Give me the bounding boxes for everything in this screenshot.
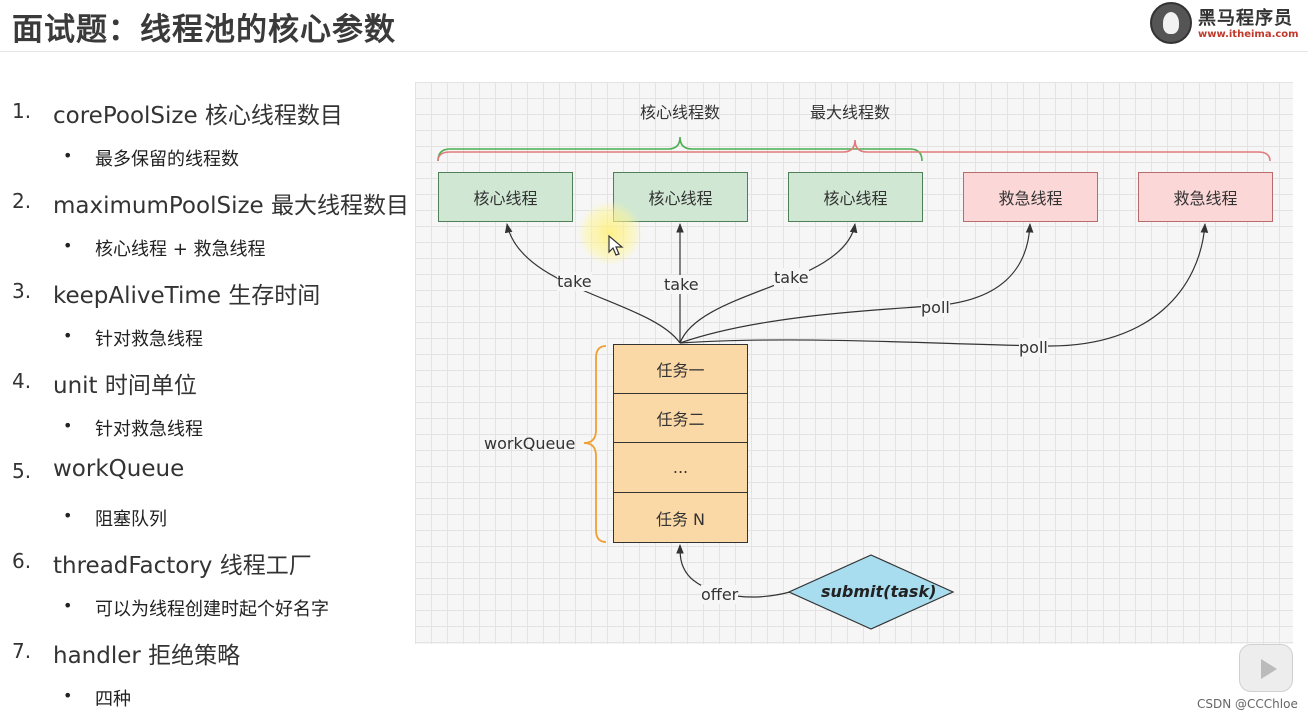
poll-arrow [679, 223, 1209, 347]
queue-task-box: 任务一 [613, 344, 748, 394]
param-number: 5. [12, 459, 32, 483]
param-maximum-pool-size: maximumPoolSize 最大线程数目 [53, 193, 409, 219]
offer-label: offer [701, 585, 739, 604]
param-thread-factory: threadFactory 线程工厂 [53, 553, 312, 579]
queue-task-box: 任务二 [613, 394, 748, 443]
param-description: 最多保留的线程数 [95, 149, 239, 170]
param-description: 阻塞队列 [95, 509, 167, 530]
bullet-icon: • [63, 326, 73, 345]
bullet-icon: • [63, 416, 73, 435]
submit-task-label: submit(task) [821, 582, 937, 601]
mouse-pointer-icon [608, 234, 624, 256]
emergency-thread-box: 救急线程 [1138, 172, 1273, 222]
queue-task-box: 任务 N [613, 493, 748, 543]
work-queue-label: workQueue [484, 434, 576, 453]
submit-diamond [787, 554, 955, 630]
play-icon[interactable] [1239, 644, 1293, 692]
param-number: 6. [12, 549, 32, 573]
take-label: take [557, 272, 592, 291]
param-number: 4. [12, 369, 32, 393]
param-number: 2. [12, 189, 32, 213]
bullet-icon: • [63, 596, 73, 615]
bullet-icon: • [63, 236, 73, 255]
bullet-icon: • [63, 686, 73, 705]
param-keep-alive-time: keepAliveTime 生存时间 [53, 283, 321, 309]
param-handler: handler 拒绝策略 [53, 643, 241, 669]
queue-task-box: ... [613, 443, 748, 493]
take-arrow [504, 223, 681, 344]
param-work-queue: workQueue [53, 456, 185, 482]
param-unit: unit 时间单位 [53, 373, 197, 399]
param-description: 四种 [95, 689, 131, 710]
bullet-icon: • [63, 506, 73, 525]
logo-emblem-icon [1150, 2, 1192, 44]
max-threads-brace [437, 139, 1271, 162]
poll-arrow [679, 223, 1034, 344]
param-description: 可以为线程创建时起个好名字 [95, 599, 329, 620]
slide-header: 面试题：线程池的核心参数 黑马程序员 www.itheima.com [0, 0, 1308, 52]
core-threads-brace [437, 136, 923, 162]
cursor-highlight [578, 201, 642, 265]
param-description: 针对救急线程 [95, 329, 203, 350]
emergency-thread-box: 救急线程 [963, 172, 1098, 222]
logo-name: 黑马程序员 [1198, 8, 1293, 29]
param-description: 核心线程 + 救急线程 [95, 239, 266, 260]
work-queue-brace [583, 345, 607, 543]
offer-arrow [676, 544, 791, 598]
max-threads-label: 最大线程数 [810, 103, 891, 122]
take-arrow [679, 223, 858, 344]
take-label: take [664, 275, 699, 294]
param-number: 3. [12, 279, 32, 303]
bullet-icon: • [63, 146, 73, 165]
core-threads-label: 核心线程数 [640, 103, 721, 122]
core-thread-box: 核心线程 [788, 172, 923, 222]
slide-title: 面试题：线程池的核心参数 [12, 12, 396, 48]
poll-label: poll [921, 298, 950, 317]
take-label: take [774, 268, 809, 287]
param-number: 7. [12, 639, 32, 663]
param-core-pool-size: corePoolSize 核心线程数目 [53, 103, 343, 129]
param-number: 1. [12, 99, 32, 123]
poll-label: poll [1019, 338, 1048, 357]
param-description: 针对救急线程 [95, 419, 203, 440]
core-thread-box: 核心线程 [438, 172, 573, 222]
csdn-watermark: CSDN @CCChloe [1197, 697, 1298, 711]
logo-url: www.itheima.com [1198, 29, 1299, 40]
itheima-logo: 黑马程序员 www.itheima.com [1150, 2, 1300, 46]
